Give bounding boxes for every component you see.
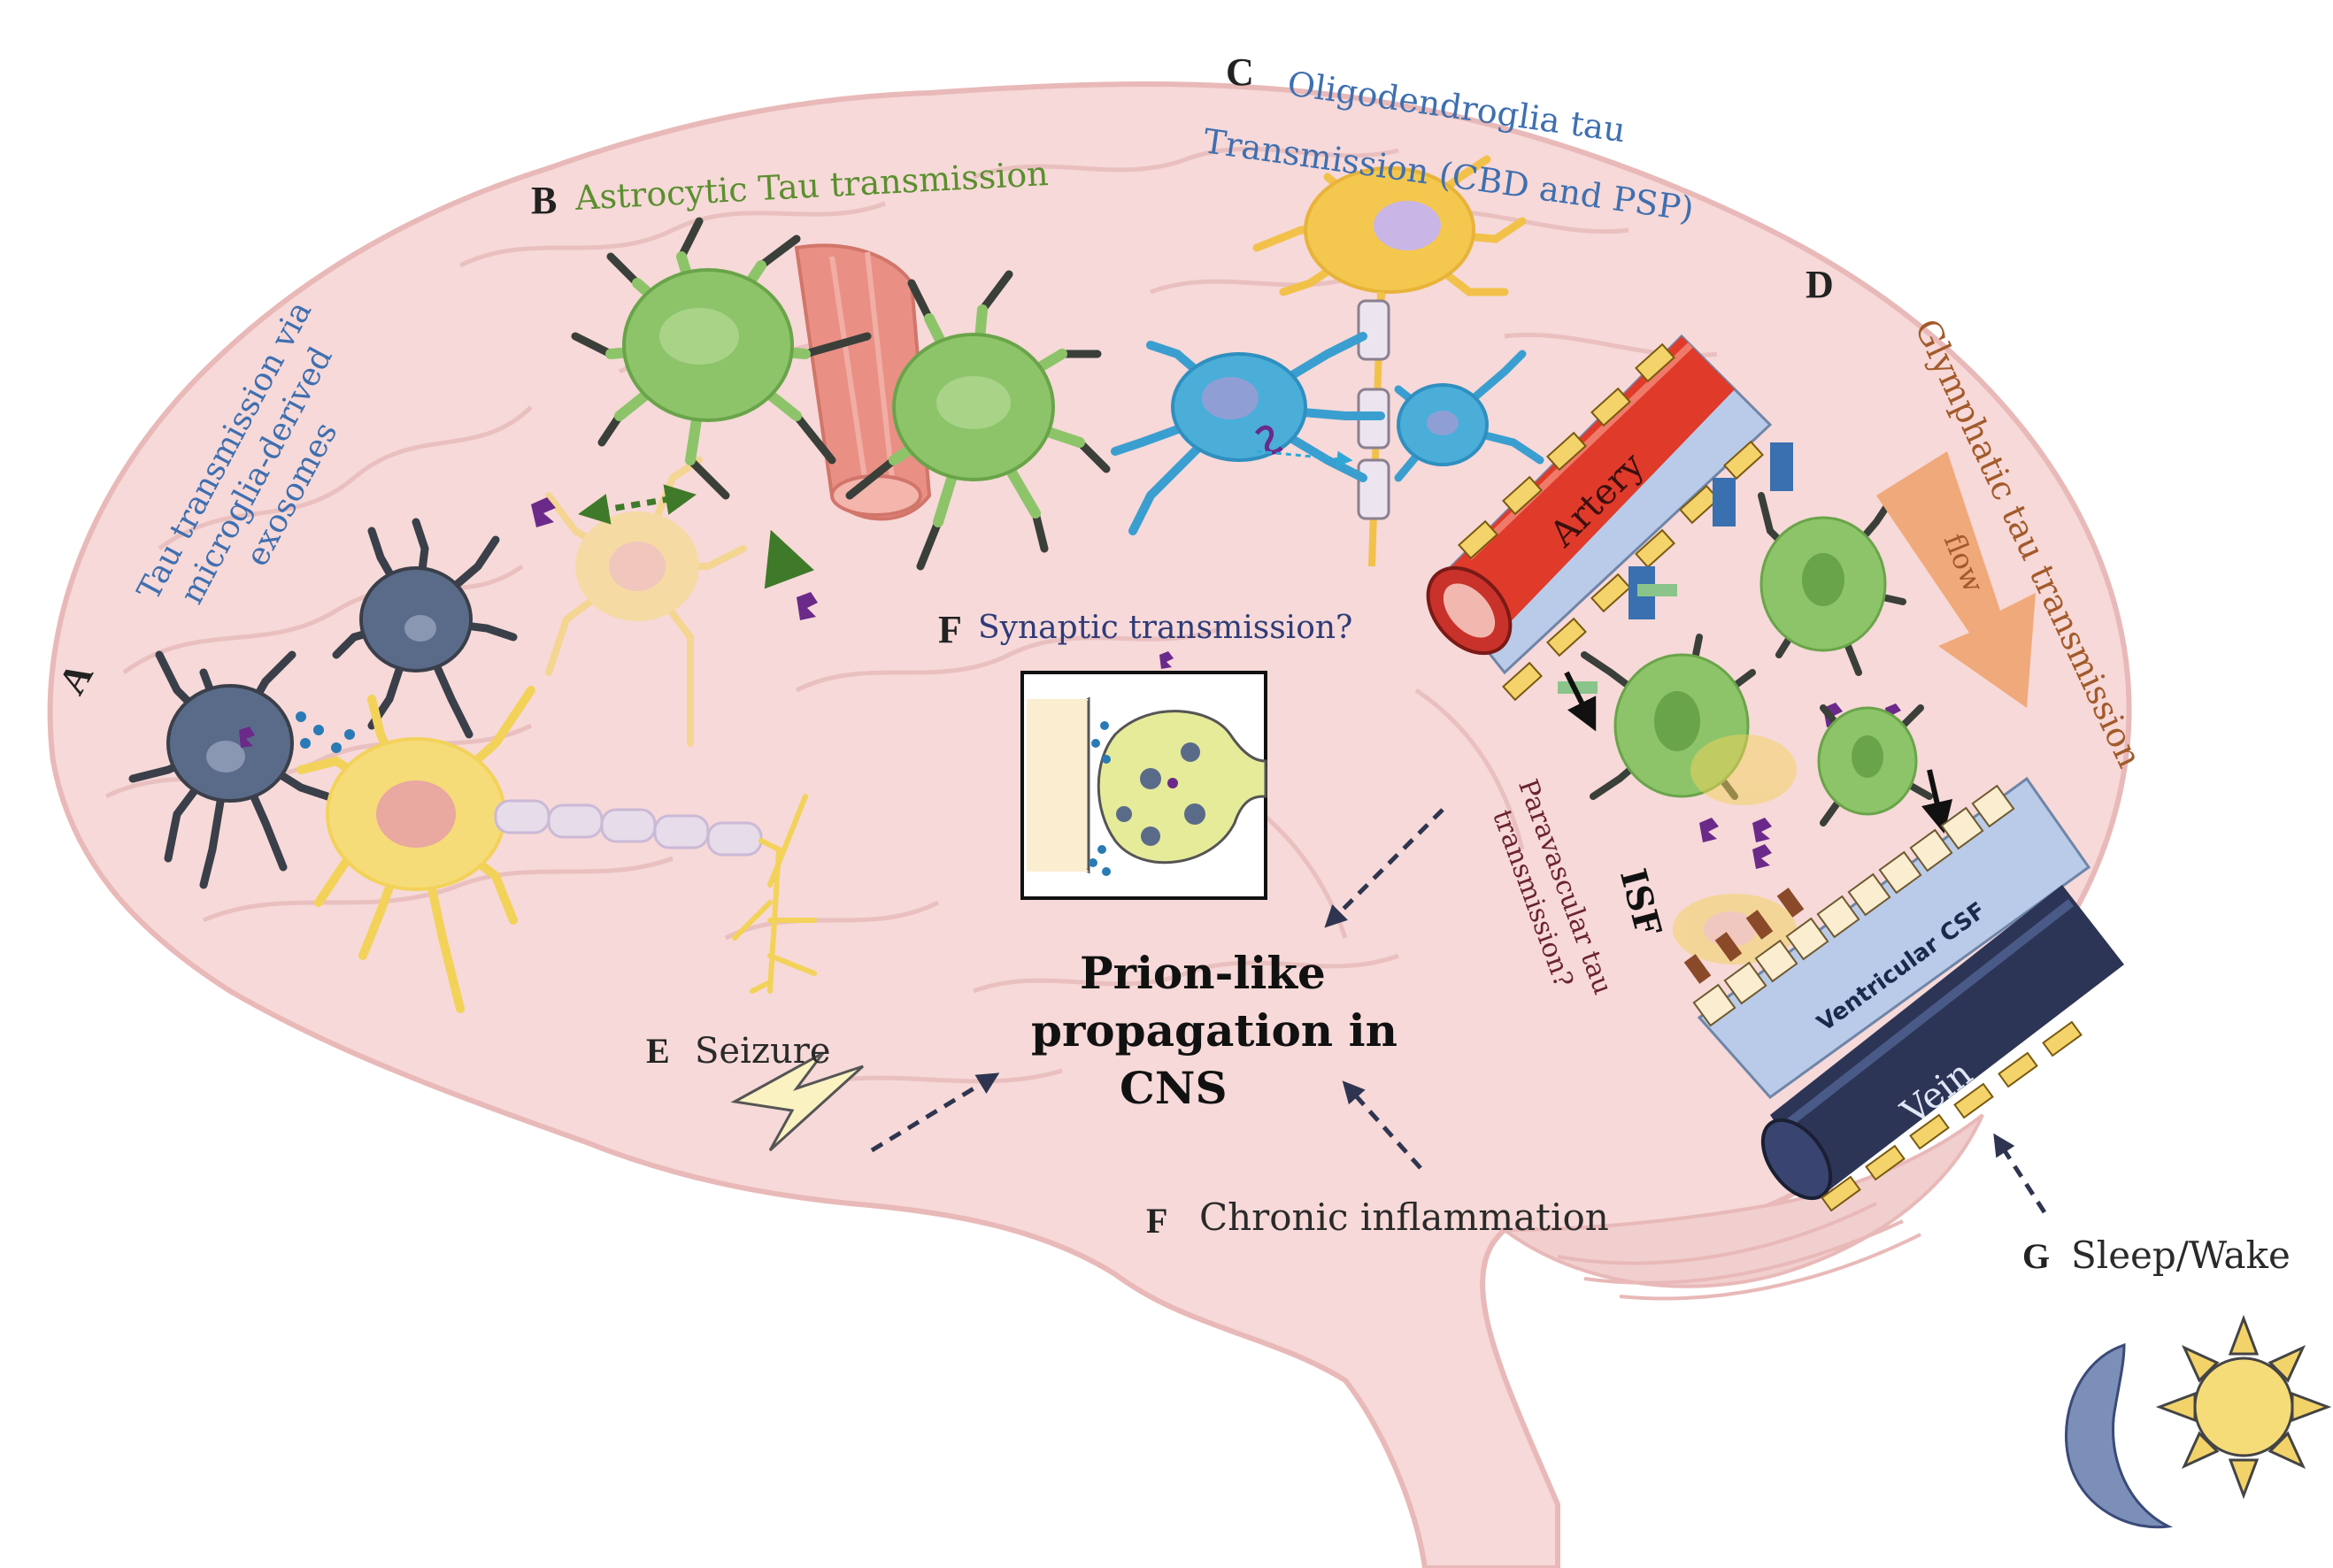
label-f-letter-bottom: F bbox=[1146, 1201, 1168, 1241]
label-sleep-wake: Sleep/Wake bbox=[2071, 1234, 2291, 1277]
neuron-yellow-left bbox=[296, 686, 817, 1013]
astrocyte-uptake-arrow bbox=[764, 529, 814, 589]
label-f-letter-top: F bbox=[938, 608, 962, 651]
moon-icon bbox=[2065, 1342, 2174, 1529]
axon-myelin bbox=[494, 799, 763, 857]
microglia-cell-right bbox=[332, 518, 518, 739]
ventricular-csf-layer bbox=[1683, 776, 2091, 1100]
neuron-yellow-faint bbox=[545, 457, 747, 747]
lightning-icon bbox=[730, 1051, 865, 1152]
label-d-letter: D bbox=[1806, 263, 1834, 306]
center-line2: propagation in bbox=[1031, 1004, 1397, 1057]
center-line1: Prion-like bbox=[1080, 947, 1326, 999]
vein-vessel bbox=[1760, 885, 2124, 1212]
center-line3: CNS bbox=[1120, 1062, 1228, 1114]
arrow-from-synapse bbox=[1324, 808, 1444, 928]
isf-arrow-left bbox=[1564, 671, 1597, 732]
flow-arrow bbox=[1876, 451, 2036, 708]
neuron-blue-right bbox=[1394, 350, 1544, 482]
label-g-letter: G bbox=[2022, 1236, 2051, 1276]
isf-arrow-right bbox=[1921, 769, 1953, 834]
astrocyte-b-right bbox=[845, 270, 1111, 571]
label-synaptic: Synaptic transmission? bbox=[978, 610, 1353, 646]
faint-neuron-d bbox=[1673, 734, 1797, 965]
label-c-letter: C bbox=[1226, 50, 1254, 94]
synapse-box bbox=[1020, 671, 1267, 900]
microglia-cell-left bbox=[128, 650, 332, 889]
astrocyte-exchange-arrow bbox=[578, 484, 697, 525]
arrow-from-inflammation bbox=[1342, 1080, 1422, 1170]
artery-endothelium bbox=[1458, 342, 1764, 702]
exosome-dots bbox=[296, 711, 355, 753]
blood-vessel-b bbox=[794, 243, 932, 521]
arrow-from-seizure bbox=[870, 1072, 1000, 1153]
neuron-blue-left bbox=[1111, 332, 1385, 535]
astrocyte-b-left bbox=[571, 217, 872, 500]
label-e-letter: E bbox=[646, 1031, 670, 1071]
label-chronic-inflammation: Chronic inflammation bbox=[1199, 1195, 1609, 1239]
sun-icon bbox=[2155, 1314, 2332, 1500]
arrow-from-sleep bbox=[1993, 1133, 2047, 1214]
label-seizure: Seizure bbox=[695, 1031, 831, 1072]
label-b-letter: B bbox=[531, 179, 558, 222]
